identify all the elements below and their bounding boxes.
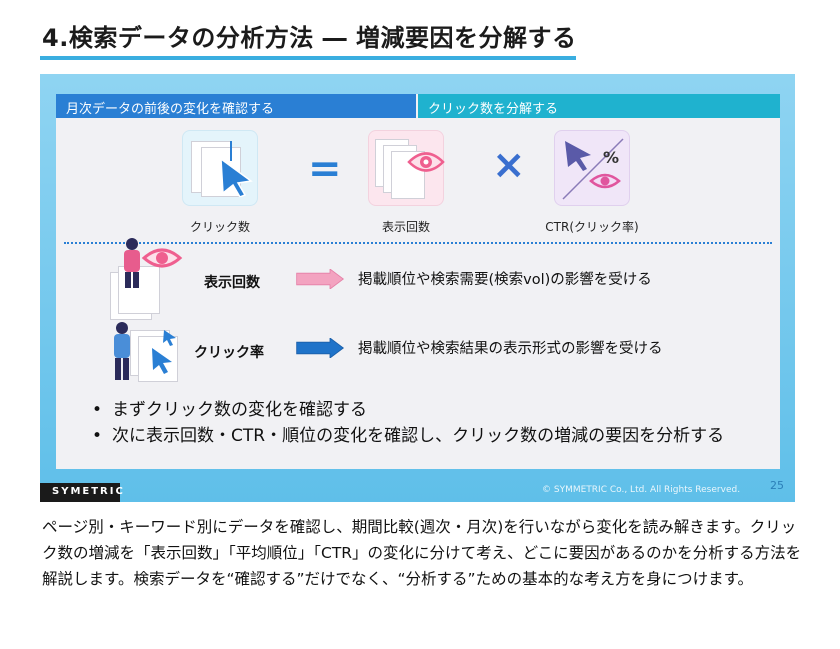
ctr-description: 掲載順位や検索結果の表示形式の影響を受ける xyxy=(358,341,663,357)
ctr-label: CTR(クリック率) xyxy=(545,220,639,234)
dotted-divider xyxy=(64,242,772,244)
svg-text:%: % xyxy=(603,148,619,167)
ctr-metric-label: クリック率 xyxy=(194,345,264,361)
bullet-list: まずクリック数の変化を確認する 次に表示回数・CTR・順位の変化を確認し、クリッ… xyxy=(86,397,724,449)
eye-icon xyxy=(407,152,445,172)
arrow-right-icon xyxy=(296,269,345,289)
impressions-description: 掲載順位や検索需要(検索vol)の影響を受ける xyxy=(358,272,652,288)
slide-panel: 月次データの前後の変化を確認する クリック数を分解する クリック数 = 表示回数 xyxy=(56,94,780,469)
person-with-eye-icon xyxy=(124,238,183,288)
impressions-metric-label: 表示回数 xyxy=(204,275,260,291)
arrow-right-icon xyxy=(296,338,345,358)
cursor-icon xyxy=(220,141,253,197)
title-underline xyxy=(40,56,576,60)
list-item: まずクリック数の変化を確認する xyxy=(86,397,724,423)
copyright-text: © SYMMETRIC Co., Ltd. All Rights Reserve… xyxy=(542,485,741,495)
section-header-decompose: クリック数を分解する xyxy=(418,94,780,118)
caption-text: ページ別・キーワード別にデータを確認し、期間比較(週次・月次)を行いながら変化を… xyxy=(42,518,802,588)
slide: 月次データの前後の変化を確認する クリック数を分解する クリック数 = 表示回数 xyxy=(40,74,795,502)
page-number: 25 xyxy=(770,479,784,492)
section-header-monthly: 月次データの前後の変化を確認する xyxy=(56,94,416,118)
ctr-card: % xyxy=(554,130,630,206)
brand-logo: SYMETRIC xyxy=(40,483,123,502)
impressions-card xyxy=(368,130,445,206)
clicks-card xyxy=(182,130,258,206)
clicks-label: クリック数 xyxy=(189,220,250,234)
impressions-label: 表示回数 xyxy=(381,220,430,234)
person-clicking-icon xyxy=(114,322,176,380)
list-item: 次に表示回数・CTR・順位の変化を確認し、クリック数の増減の要因を分析する xyxy=(86,423,724,449)
percent-icon: % xyxy=(562,138,624,200)
equals-sign: = xyxy=(308,146,342,192)
multiply-sign: × xyxy=(492,142,526,188)
page-title: 4.検索データの分析方法 ― 増減要因を分解する xyxy=(42,24,577,52)
